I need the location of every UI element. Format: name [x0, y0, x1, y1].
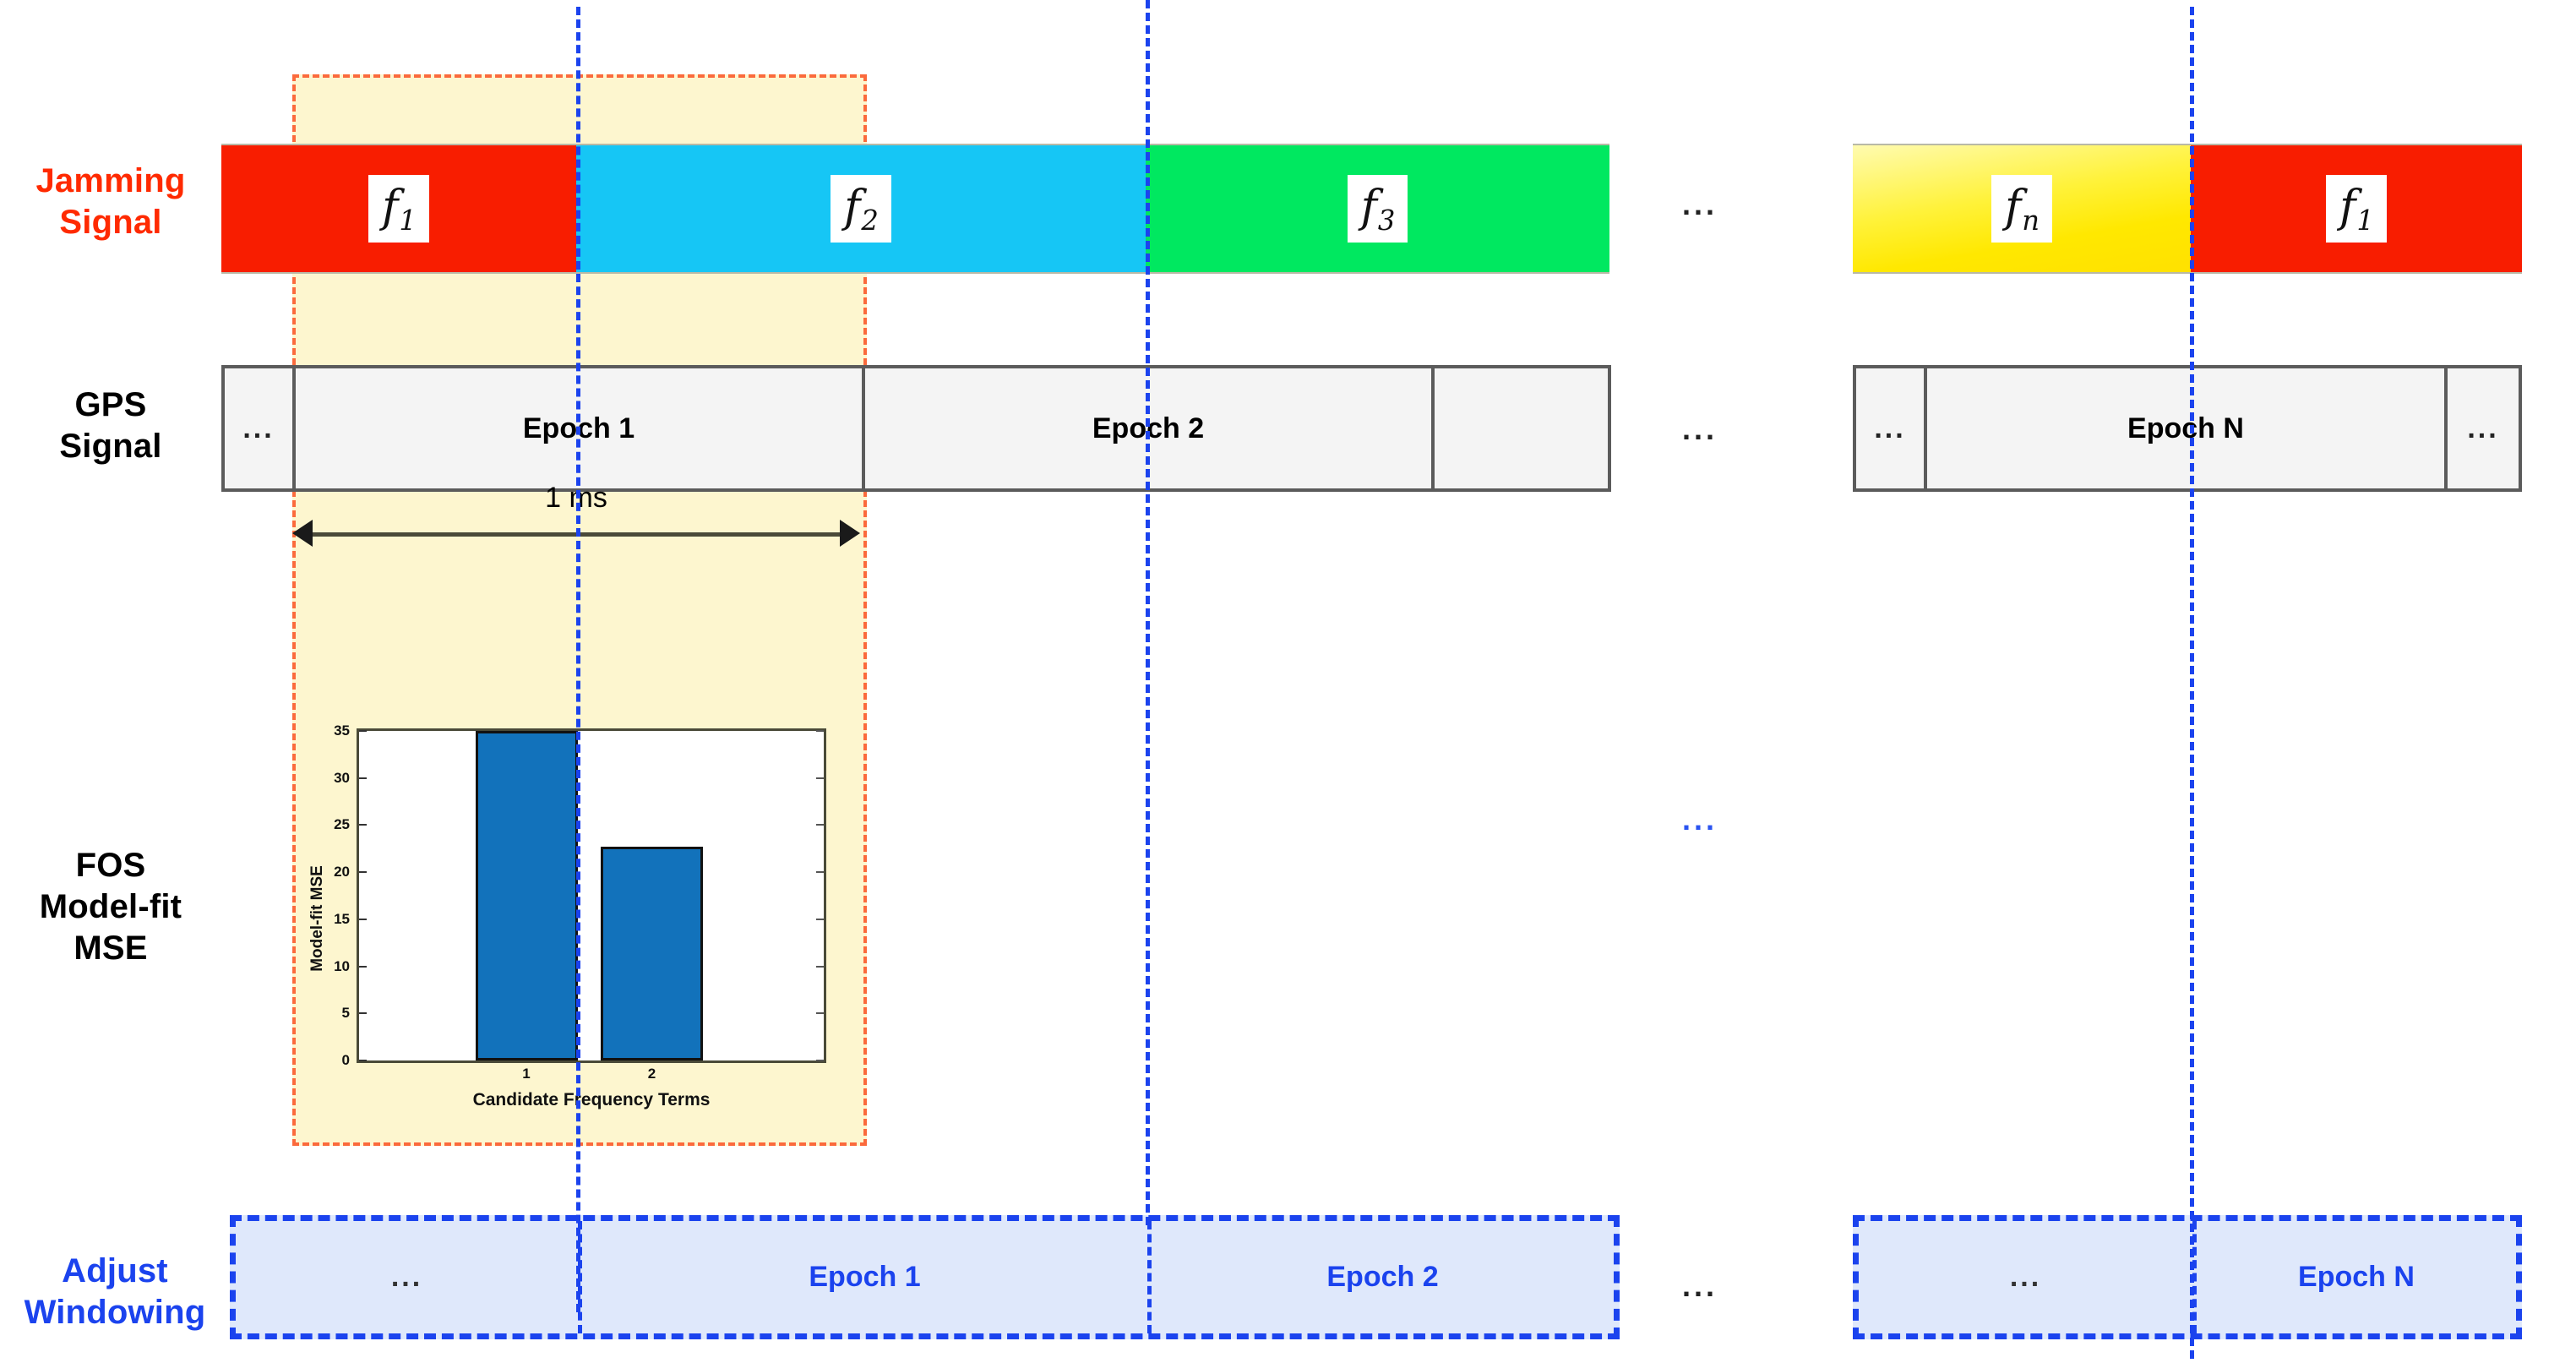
gps-cell-epoch-n: Epoch N — [1927, 368, 2448, 488]
adjust-cell-right-ellipsis: ... — [1859, 1221, 2197, 1333]
gps-epoch-group-left: ... Epoch 1 Epoch 2 — [221, 365, 1611, 492]
y-tick-15 — [359, 918, 367, 920]
epoch-boundary-line-3 — [2190, 7, 2194, 1359]
adjust-cell-epoch-2: Epoch 2 — [1326, 1261, 1439, 1293]
bar-candidate-1 — [475, 731, 578, 1060]
adjust-cell-epoch-n: Epoch N — [2298, 1261, 2415, 1293]
gps-cell-right-trailing-ellipsis: ... — [2448, 368, 2519, 488]
y-tick-label-10: 10 — [334, 957, 350, 974]
y-tick-right-15 — [816, 918, 824, 920]
y-tick-label-35: 35 — [334, 722, 350, 739]
epoch-boundary-line-2 — [1146, 0, 1150, 1225]
measure-arrow-left-icon — [292, 520, 313, 547]
y-tick-right-25 — [816, 824, 824, 826]
adjust-windowing-track: ... Epoch 1 Epoch 2 ... Epoch N — [230, 1215, 2576, 1339]
gps-cell-epoch-partial — [1435, 368, 1608, 488]
y-tick-right-0 — [816, 1060, 824, 1061]
y-tick-label-0: 0 — [341, 1052, 350, 1068]
y-tick-label-15: 15 — [334, 910, 350, 927]
y-tick-5 — [359, 1012, 367, 1015]
y-tick-25 — [359, 824, 367, 826]
row-label-gps-signal: GPS Signal — [59, 386, 162, 465]
y-tick-label-20: 20 — [334, 864, 350, 880]
fos-mse-bar-chart: Model-fit MSE 0 5 10 15 20 25 30 — [304, 722, 826, 1109]
x-tick-label-2: 2 — [647, 1066, 656, 1082]
chart-x-axis-label: Candidate Frequency Terms — [472, 1090, 711, 1109]
adjust-cell-epoch-1: Epoch 1 — [582, 1221, 1152, 1333]
y-tick-right-5 — [816, 1012, 824, 1015]
adjust-row-ellipsis: ... — [1681, 1268, 1718, 1303]
x-tick-label-1: 1 — [522, 1066, 531, 1082]
adjust-window-group-left: ... Epoch 1 Epoch 2 — [230, 1215, 1620, 1339]
gps-row-ellipsis: ... — [1681, 412, 1718, 446]
y-tick-0 — [359, 1060, 367, 1061]
y-tick-10 — [359, 965, 367, 968]
fos-row-ellipsis: ... — [1681, 802, 1718, 837]
jamming-row-ellipsis: ... — [1681, 187, 1718, 221]
chart-plot-area: 0 5 10 15 20 25 30 35 — [334, 722, 826, 1082]
y-tick-right-30 — [816, 777, 824, 779]
adjust-cell-leading-ellipsis: ... — [236, 1221, 582, 1333]
y-tick-label-30: 30 — [334, 769, 350, 786]
adjust-window-group-right: ... Epoch N — [1853, 1215, 2522, 1339]
y-tick-35 — [359, 730, 367, 732]
measure-arrow-right-icon — [840, 520, 860, 547]
y-tick-right-20 — [816, 871, 824, 874]
y-tick-30 — [359, 777, 367, 779]
gps-cell-right-leading-ellipsis: ... — [1856, 368, 1927, 488]
chart-y-axis-label: Model-fit MSE — [308, 865, 326, 972]
epoch-boundary-line-1 — [576, 7, 580, 1312]
row-label-jamming-signal: Jamming Signal — [35, 162, 186, 241]
bar-candidate-2 — [601, 847, 703, 1060]
y-tick-right-10 — [816, 965, 824, 968]
gps-cell-epoch-1: Epoch 1 — [296, 368, 865, 488]
row-label-fos-model-fit-mse: FOS Model-fit MSE — [39, 847, 182, 967]
gps-cell-epoch-2: Epoch 2 — [865, 368, 1435, 488]
gps-epoch-group-right: ... Epoch N ... — [1853, 365, 2522, 492]
gps-cell-leading-ellipsis: ... — [225, 368, 296, 488]
gps-signal-track: ... Epoch 1 Epoch 2 ... Epoch N ... — [221, 365, 2576, 492]
y-tick-right-35 — [816, 730, 824, 732]
row-label-adjust-windowing: Adjust Windowing — [24, 1252, 206, 1331]
y-tick-label-5: 5 — [341, 1005, 350, 1022]
y-tick-label-25: 25 — [334, 816, 350, 833]
y-tick-20 — [359, 871, 367, 874]
